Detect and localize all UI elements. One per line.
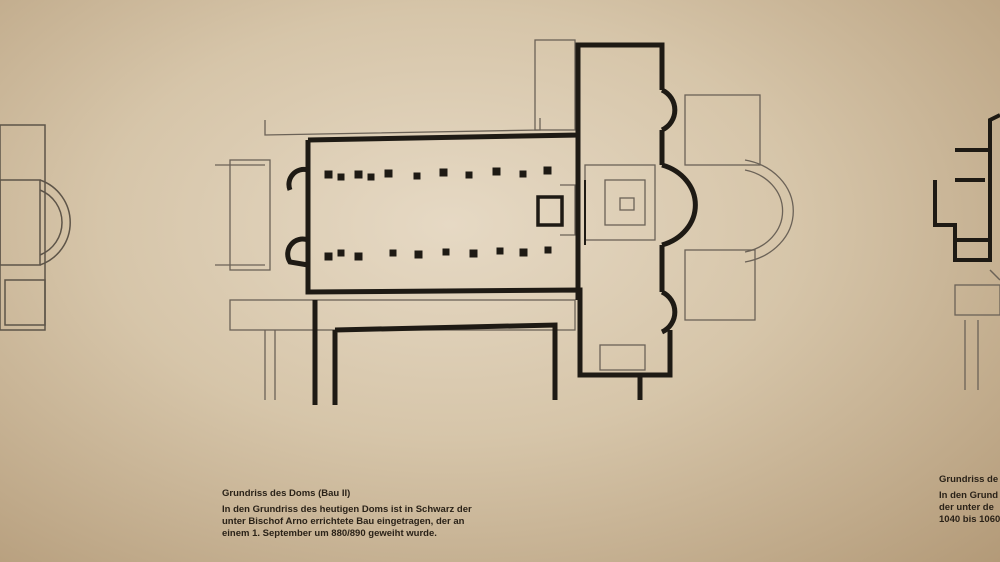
main-caption-title: Grundriss des Doms (Bau II) xyxy=(222,488,351,499)
left-floor-plan xyxy=(0,124,71,331)
right-caption-line: 1040 bis 1060 xyxy=(939,514,1000,525)
right-floor-plan xyxy=(933,113,1000,390)
main-caption: Grundriss des Doms (Bau II) In den Grund… xyxy=(222,488,472,540)
main-caption-line: In den Grundriss des heutigen Doms ist i… xyxy=(222,504,472,515)
right-caption-title: Grundriss de xyxy=(939,474,999,485)
right-caption-body: In den Grund der unter de 1040 bis 1060 xyxy=(939,490,1000,526)
right-caption-line: der unter de xyxy=(939,502,994,513)
right-caption: Grundriss de In den Grund der unter de 1… xyxy=(939,474,1000,526)
main-floor-plan-arno-building xyxy=(285,42,698,405)
right-caption-line: In den Grund xyxy=(939,490,999,501)
main-caption-line: einem 1. September um 880/890 geweiht wu… xyxy=(222,528,437,539)
main-floor-plan-later-structures xyxy=(215,39,794,400)
main-caption-body: In den Grundriss des heutigen Doms ist i… xyxy=(222,504,472,540)
main-caption-line: unter Bischof Arno errichtete Bau einget… xyxy=(222,516,465,527)
nave-columns xyxy=(324,166,552,261)
